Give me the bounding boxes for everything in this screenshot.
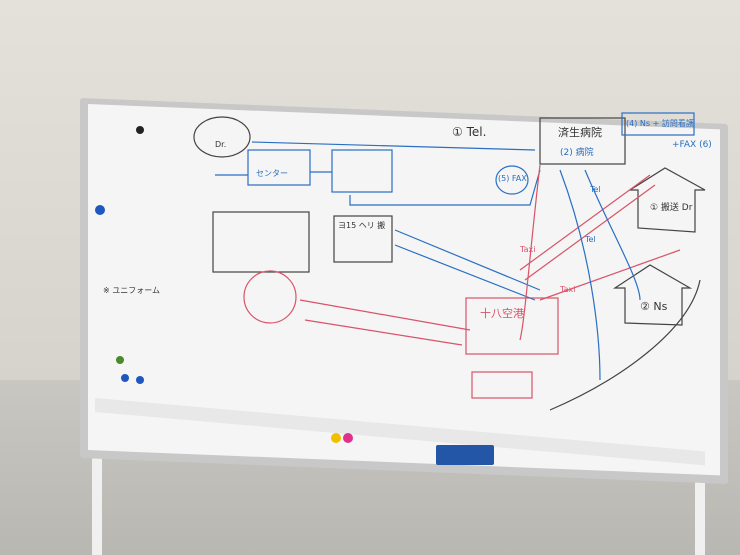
house-dr (627, 167, 706, 233)
bullet-uniform: ※ ユニフォーム (103, 286, 161, 295)
ns-house-label: ② Ns (640, 300, 668, 313)
magnet (343, 433, 353, 443)
tel-side-label: Tel (590, 185, 601, 194)
taxi-label-2: Taxi (560, 285, 576, 294)
fax-note-label: +FAX (6) (672, 140, 712, 150)
house-ns (612, 264, 693, 326)
hospital-sub-label: (2) 病院 (560, 148, 594, 158)
center-box (247, 149, 311, 186)
tel-side-label-2: Tel (585, 235, 596, 244)
red-box-bottom (471, 371, 533, 399)
tel-top-label: ① Tel. (452, 125, 487, 139)
fax-circle (495, 165, 529, 195)
dr-circle-label: Dr. (215, 140, 227, 149)
ns-note-label: (4) Ns + 訪問看護 (626, 119, 694, 128)
magnet (136, 126, 144, 134)
box-15-label: ヨ15 ヘリ 搬 (338, 221, 386, 230)
center-label: センター (256, 169, 288, 178)
fax-circle-label: (5) FAX (498, 174, 527, 183)
magnet (331, 433, 341, 443)
box-2 (331, 149, 393, 193)
airport-box (465, 297, 559, 355)
magnet (95, 205, 105, 215)
hospital-box (539, 117, 626, 165)
box-patient (212, 211, 310, 273)
airport-label: 十八空港 (480, 307, 524, 320)
hospital-label: 済生病院 (558, 126, 602, 139)
taxi-label: Taxi (520, 245, 536, 254)
ns-note-box (621, 112, 695, 136)
doctor-house-label: ① 搬送 Dr (650, 203, 693, 213)
dr-circle (193, 116, 251, 158)
magnet (116, 356, 124, 364)
magnet (136, 376, 144, 384)
red-circle (243, 270, 297, 324)
eraser[interactable] (436, 445, 494, 465)
magnet (121, 374, 129, 382)
box-15 (333, 215, 393, 263)
